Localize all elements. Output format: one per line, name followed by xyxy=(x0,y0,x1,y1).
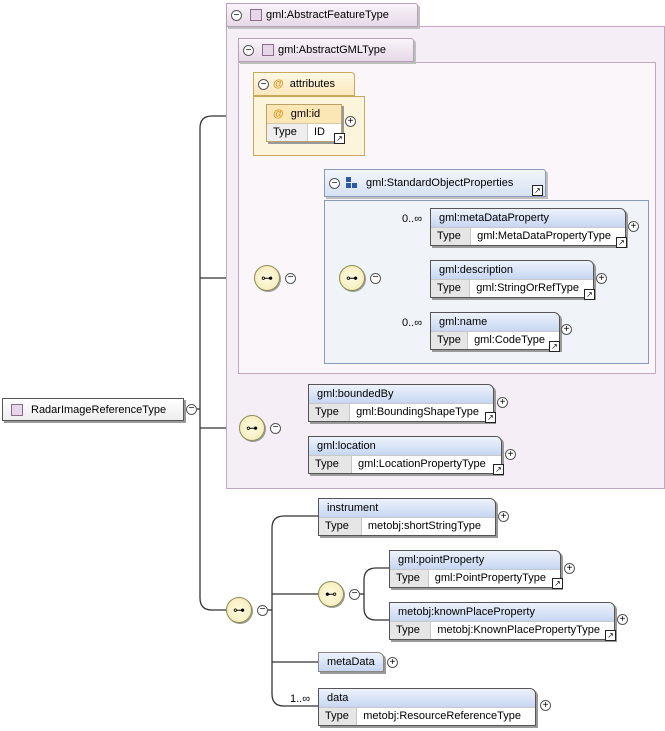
expand-icon[interactable]: + xyxy=(561,324,572,335)
link-icon[interactable]: ↗ xyxy=(584,289,595,300)
element-name: metobj:knownPlaceProperty xyxy=(390,603,614,621)
element-point-property[interactable]: gml:pointProperty Type gml:PointPropertyT… xyxy=(389,550,561,588)
element-instrument[interactable]: instrument Type metobj:shortStringType xyxy=(318,498,496,536)
type-key: Type xyxy=(431,228,472,245)
element-known-place-property[interactable]: metobj:knownPlaceProperty Type metobj:Kno… xyxy=(389,602,615,640)
collapse-icon[interactable]: − xyxy=(243,44,254,56)
element-type: gml:StringOrRefType xyxy=(476,282,579,294)
collapse-icon[interactable]: − xyxy=(257,605,268,616)
link-icon[interactable]: ↗ xyxy=(616,237,627,248)
element-name: gml:boundedBy xyxy=(309,385,493,403)
sequence-compositor-icon[interactable]: ⊶ xyxy=(226,597,252,623)
expand-icon[interactable]: + xyxy=(564,563,575,574)
collapse-icon[interactable]: − xyxy=(349,589,360,600)
collapse-icon[interactable]: − xyxy=(270,423,281,434)
element-name: gml:location xyxy=(309,437,501,455)
complex-type-icon xyxy=(11,403,23,416)
attribute-name-label: gml:id xyxy=(290,108,321,120)
attribute-name: @ gml:id xyxy=(267,105,341,123)
expand-icon[interactable]: + xyxy=(596,273,607,284)
expand-icon[interactable]: + xyxy=(345,116,356,127)
abstract-gml-type-header[interactable]: − gml:AbstractGMLType xyxy=(238,38,414,62)
expand-icon[interactable]: + xyxy=(505,449,516,460)
type-key: Type xyxy=(319,708,358,725)
expand-icon[interactable]: + xyxy=(498,511,509,522)
attributes-label: attributes xyxy=(289,78,335,90)
type-key: Type xyxy=(319,518,362,535)
type-key: Type xyxy=(309,456,352,473)
attributes-header[interactable]: − @ attributes xyxy=(253,72,355,96)
attribute-icon: @ xyxy=(273,108,284,120)
collapse-icon[interactable]: − xyxy=(329,177,340,189)
collapse-icon[interactable]: − xyxy=(186,404,197,415)
cardinality-label: 0..∞ xyxy=(402,213,423,225)
sequence-compositor-icon[interactable]: ⊶ xyxy=(254,265,280,291)
type-key: Type xyxy=(390,570,429,587)
collapse-icon[interactable]: − xyxy=(231,9,242,21)
expand-icon[interactable]: + xyxy=(628,221,639,232)
element-name: gml:metaDataProperty xyxy=(431,209,625,227)
link-icon[interactable]: ↗ xyxy=(532,185,543,196)
element-type: metobj:ResourceReferenceType xyxy=(363,710,521,722)
element-name: gml:name xyxy=(431,313,559,331)
expand-icon[interactable]: + xyxy=(497,397,508,408)
element-bounded-by[interactable]: gml:boundedBy Type gml:BoundingShapeType xyxy=(308,384,494,422)
link-icon[interactable]: ↗ xyxy=(605,630,616,641)
element-name: metaData xyxy=(319,653,383,671)
element-type: gml:CodeType xyxy=(474,334,545,346)
element-location[interactable]: gml:location Type gml:LocationPropertyTyp… xyxy=(308,436,502,474)
element-type: gml:BoundingShapeType xyxy=(356,406,479,418)
element-type: gml:MetaDataPropertyType xyxy=(477,230,611,242)
element-name: data xyxy=(319,689,535,707)
type-key: Type xyxy=(431,280,471,297)
element-meta-data[interactable]: metaData xyxy=(318,652,384,672)
attribute-gml-id[interactable]: @ gml:id Type ID xyxy=(266,104,342,142)
collapse-icon[interactable]: − xyxy=(370,273,381,284)
type-key: Type xyxy=(431,332,469,349)
group-icon xyxy=(346,177,358,189)
type-key: Type xyxy=(390,622,432,639)
link-icon[interactable]: ↗ xyxy=(552,578,563,589)
element-name: gml:description xyxy=(431,261,593,279)
cardinality-label: 1..∞ xyxy=(290,693,311,705)
abstract-feature-type-header[interactable]: − gml:AbstractFeatureType xyxy=(226,3,418,27)
root-complex-type[interactable]: RadarImageReferenceType xyxy=(2,398,184,421)
link-icon[interactable]: ↗ xyxy=(549,341,560,352)
link-icon[interactable]: ↗ xyxy=(334,133,345,144)
cardinality-label: 0..∞ xyxy=(402,317,423,329)
expand-icon[interactable]: + xyxy=(617,614,628,625)
type-key: Type xyxy=(309,404,351,421)
standard-object-properties-label: gml:StandardObjectProperties xyxy=(366,177,514,189)
element-type: gml:LocationPropertyType xyxy=(358,458,486,470)
complex-type-icon xyxy=(250,9,262,21)
element-description[interactable]: gml:description Type gml:StringOrRefType xyxy=(430,260,594,298)
expand-icon[interactable]: + xyxy=(387,657,398,668)
sequence-compositor-icon[interactable]: ⊶ xyxy=(339,265,365,291)
sequence-compositor-icon[interactable]: ⊶ xyxy=(239,415,265,441)
link-icon[interactable]: ↗ xyxy=(493,464,504,475)
standard-object-properties-header[interactable]: − gml:StandardObjectProperties xyxy=(324,169,546,197)
element-data[interactable]: data Type metobj:ResourceReferenceType xyxy=(318,688,536,726)
link-icon[interactable]: ↗ xyxy=(485,412,496,423)
element-meta-data-property[interactable]: gml:metaDataProperty Type gml:MetaDataPro… xyxy=(430,208,626,246)
attribute-icon: @ xyxy=(273,78,284,90)
abstract-feature-type-label: gml:AbstractFeatureType xyxy=(266,9,389,21)
complex-type-icon xyxy=(262,44,274,56)
attribute-type-value: ID xyxy=(314,126,325,138)
element-name: gml:pointProperty xyxy=(390,551,560,569)
element-type: gml:PointPropertyType xyxy=(434,572,546,584)
collapse-icon[interactable]: − xyxy=(258,78,269,90)
collapse-icon[interactable]: − xyxy=(285,273,296,284)
element-gml-name[interactable]: gml:name Type gml:CodeType xyxy=(430,312,560,350)
root-type-name: RadarImageReferenceType xyxy=(31,403,167,416)
element-name: instrument xyxy=(319,499,495,517)
element-type: metobj:shortStringType xyxy=(367,520,481,532)
abstract-gml-type-label: gml:AbstractGMLType xyxy=(278,44,386,56)
choice-compositor-icon[interactable]: ⊷ xyxy=(318,581,344,607)
expand-icon[interactable]: + xyxy=(540,700,551,711)
element-type: metobj:KnownPlacePropertyType xyxy=(437,624,600,636)
type-key: Type xyxy=(267,124,308,141)
